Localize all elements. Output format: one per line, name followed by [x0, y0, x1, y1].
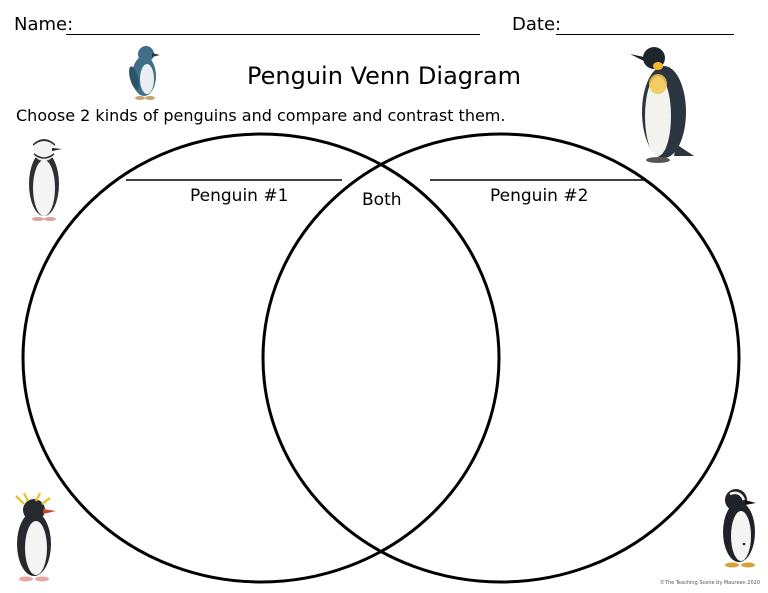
date-line[interactable] — [556, 16, 734, 35]
instructions-text: Choose 2 kinds of penguins and compare a… — [16, 106, 506, 125]
name-label: Name: — [14, 14, 74, 35]
both-label: Both — [362, 190, 402, 210]
venn-circle-left — [21, 132, 501, 584]
chinstrap-penguin-icon — [29, 139, 62, 221]
penguin1-label: Penguin #1 — [190, 186, 289, 206]
african-penguin-icon — [723, 489, 756, 568]
name-line[interactable] — [66, 16, 480, 35]
rockhopper-penguin-icon — [15, 492, 56, 582]
venn-circle-right — [261, 132, 741, 584]
emperor-penguin-icon — [630, 47, 694, 163]
penguin2-label: Penguin #2 — [490, 186, 589, 206]
copyright-text: ©The Teaching Scene by Maureen 2020 — [659, 580, 760, 586]
little-blue-penguin-icon — [129, 46, 160, 100]
page-title: Penguin Venn Diagram — [247, 62, 521, 90]
date-label: Date: — [512, 14, 562, 35]
